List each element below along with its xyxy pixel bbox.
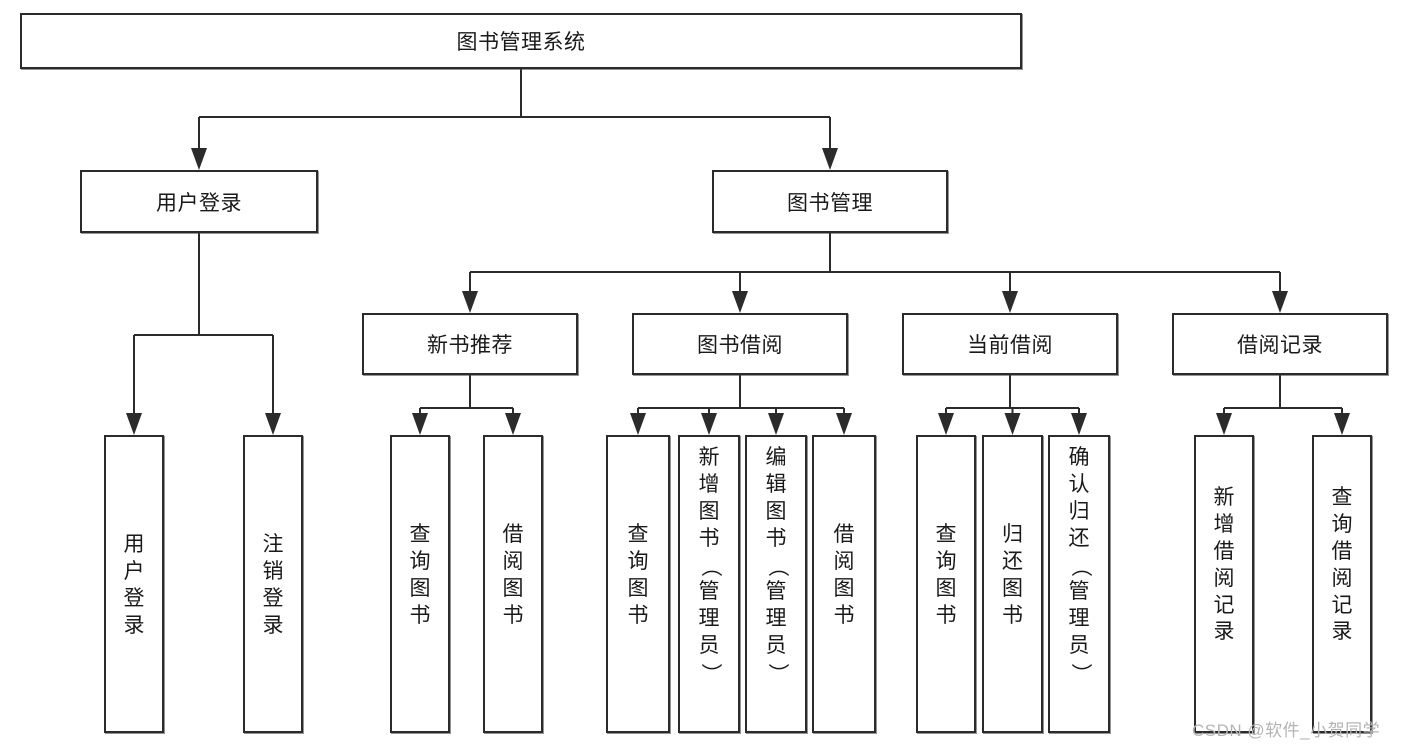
node-borrow[interactable]: 图书借阅: [632, 313, 848, 375]
node-leaf-borrow-book-new[interactable]: 借阅图书: [483, 435, 543, 733]
node-login[interactable]: 用户登录: [80, 170, 318, 233]
node-label: 查询图书: [627, 523, 649, 627]
node-label: 图书管理系统: [456, 31, 586, 54]
node-label: 确认归还（管理员）: [1068, 446, 1092, 684]
node-label: 借阅图书: [502, 523, 524, 627]
node-leaf-borrow-book[interactable]: 借阅图书: [812, 435, 876, 733]
node-current[interactable]: 当前借阅: [902, 313, 1118, 375]
node-label: 注销登录: [262, 533, 284, 637]
node-leaf-edit-book[interactable]: 编辑图书（管理员）: [745, 435, 807, 733]
node-label: 借阅图书: [833, 523, 855, 627]
node-records[interactable]: 借阅记录: [1172, 313, 1388, 375]
node-label: 查询借阅记录: [1331, 486, 1353, 644]
node-leaf-return-book[interactable]: 归还图书: [982, 435, 1043, 733]
node-label: 借阅记录: [1237, 334, 1323, 357]
node-leaf-query-book-borrow[interactable]: 查询图书: [606, 435, 670, 733]
node-label: 查询图书: [409, 523, 431, 627]
node-label: 归还图书: [1002, 523, 1023, 627]
node-newbook[interactable]: 新书推荐: [362, 313, 578, 375]
node-leaf-user-login[interactable]: 用户登录: [104, 435, 164, 733]
node-leaf-add-book[interactable]: 新增图书（管理员）: [678, 435, 740, 733]
node-leaf-add-record[interactable]: 新增借阅记录: [1194, 435, 1254, 733]
node-label: 图书借阅: [697, 334, 783, 357]
node-label: 编辑图书（管理员）: [765, 446, 789, 684]
node-label: 图书管理: [787, 191, 873, 215]
node-bookmgmt[interactable]: 图书管理: [712, 170, 948, 233]
node-leaf-confirm-return[interactable]: 确认归还（管理员）: [1048, 435, 1110, 733]
node-label: 当前借阅: [967, 334, 1053, 357]
node-leaf-query-book-current[interactable]: 查询图书: [916, 435, 976, 733]
node-label: 新增图书（管理员）: [698, 446, 722, 684]
node-leaf-user-logout[interactable]: 注销登录: [243, 435, 303, 733]
node-root[interactable]: 图书管理系统: [20, 13, 1022, 69]
node-label: 用户登录: [123, 533, 145, 637]
node-label: 新增借阅记录: [1213, 486, 1235, 644]
watermark-label: CSDN @软件_小贺同学: [1192, 721, 1381, 740]
node-label: 新书推荐: [427, 334, 513, 357]
node-leaf-query-book-new[interactable]: 查询图书: [390, 435, 450, 733]
node-label: 查询图书: [935, 523, 957, 627]
node-leaf-query-record[interactable]: 查询借阅记录: [1312, 435, 1372, 733]
node-label: 用户登录: [156, 191, 242, 215]
